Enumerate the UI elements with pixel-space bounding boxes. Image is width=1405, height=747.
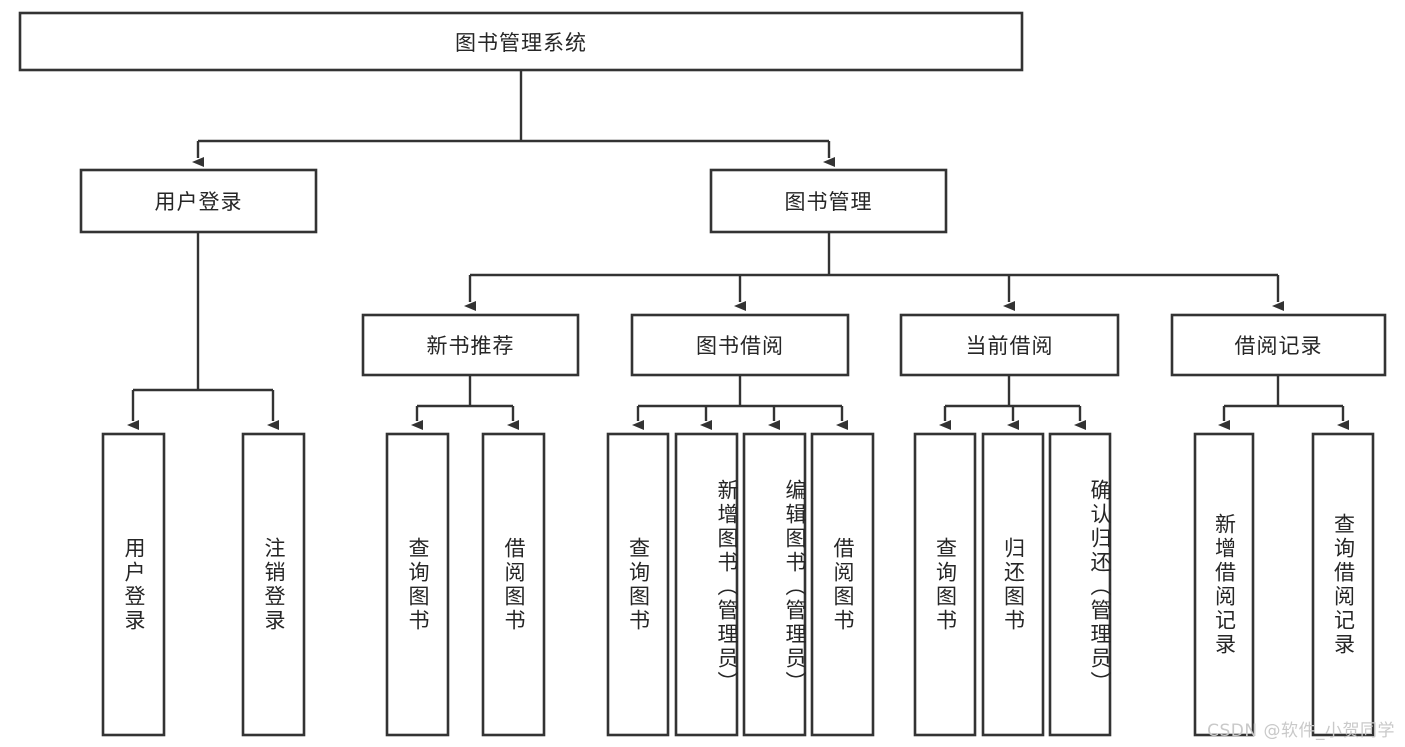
node-box-leaf-return-book[interactable] — [981, 432, 1045, 737]
connector-current-borrow-to-leaves — [939, 375, 1086, 430]
connector-user-login-to-leaves — [127, 232, 279, 430]
node-box-leaf-query-book-borrow[interactable] — [606, 432, 670, 737]
connector-book-borrow-to-leaves — [632, 375, 848, 430]
connector-book-management-to-level3 — [464, 232, 1284, 311]
node-box-leaf-borrow-book-recommend[interactable] — [481, 432, 546, 737]
connector-borrow-record-to-leaves — [1218, 375, 1349, 430]
node-box-user-login[interactable] — [79, 168, 318, 234]
node-box-leaf-confirm-return-admin[interactable] — [1048, 432, 1112, 737]
connector-new-book-recommend-to-leaves — [411, 375, 519, 430]
node-box-root[interactable] — [18, 11, 1024, 72]
watermark-text: CSDN @软件_小贺同学 — [1207, 721, 1395, 741]
node-box-leaf-query-borrow-record[interactable] — [1311, 432, 1375, 737]
node-box-book-borrow[interactable] — [630, 313, 850, 377]
node-box-leaf-add-book-admin[interactable] — [674, 432, 739, 737]
node-box-leaf-query-book-recommend[interactable] — [385, 432, 450, 737]
node-box-leaf-user-login[interactable] — [101, 432, 166, 737]
node-box-borrow-record[interactable] — [1170, 313, 1387, 377]
node-box-leaf-add-borrow-record[interactable] — [1193, 432, 1255, 737]
node-box-leaf-query-book-current[interactable] — [913, 432, 977, 737]
node-box-current-borrow[interactable] — [899, 313, 1120, 377]
connector-root-to-level2 — [192, 70, 835, 167]
node-box-new-book-recommend[interactable] — [361, 313, 580, 377]
node-box-book-management[interactable] — [709, 168, 948, 234]
node-box-leaf-edit-book-admin[interactable] — [742, 432, 807, 737]
node-box-leaf-borrow-book[interactable] — [810, 432, 875, 737]
node-box-leaf-logout-login[interactable] — [241, 432, 306, 737]
